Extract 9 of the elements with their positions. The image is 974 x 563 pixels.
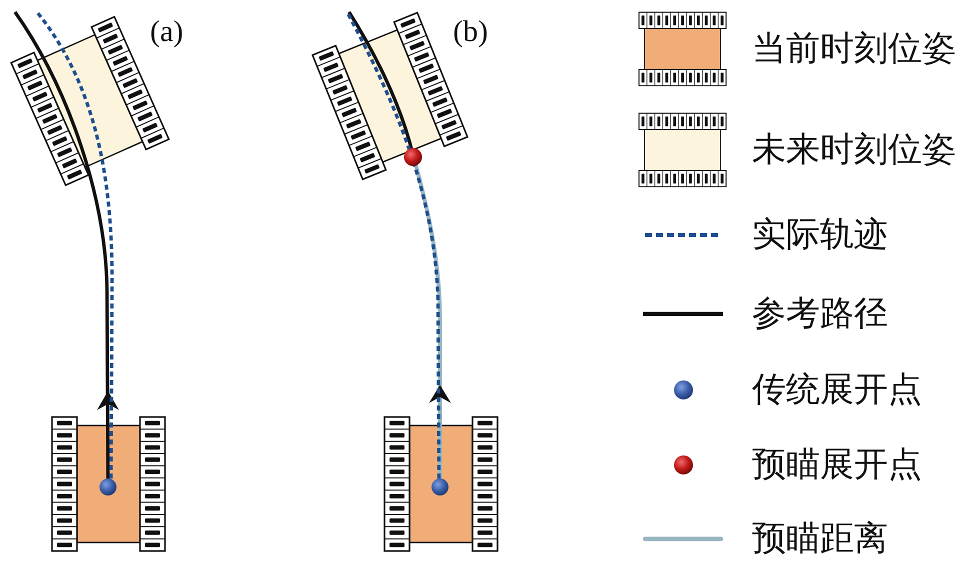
panel-label: (a) [150,17,184,47]
legend-label: 实际轨迹 [752,215,888,255]
legend-label: 预瞄展开点 [752,445,922,485]
legend-label: 传统展开点 [752,370,922,410]
legend-label: 当前时刻位姿 [752,29,956,69]
legend-label: 参考路径 [752,294,888,334]
panel-label: (b) [453,17,488,47]
legend-label: 预瞄距离 [752,519,888,559]
legend-label: 未来时刻位姿 [752,130,956,170]
